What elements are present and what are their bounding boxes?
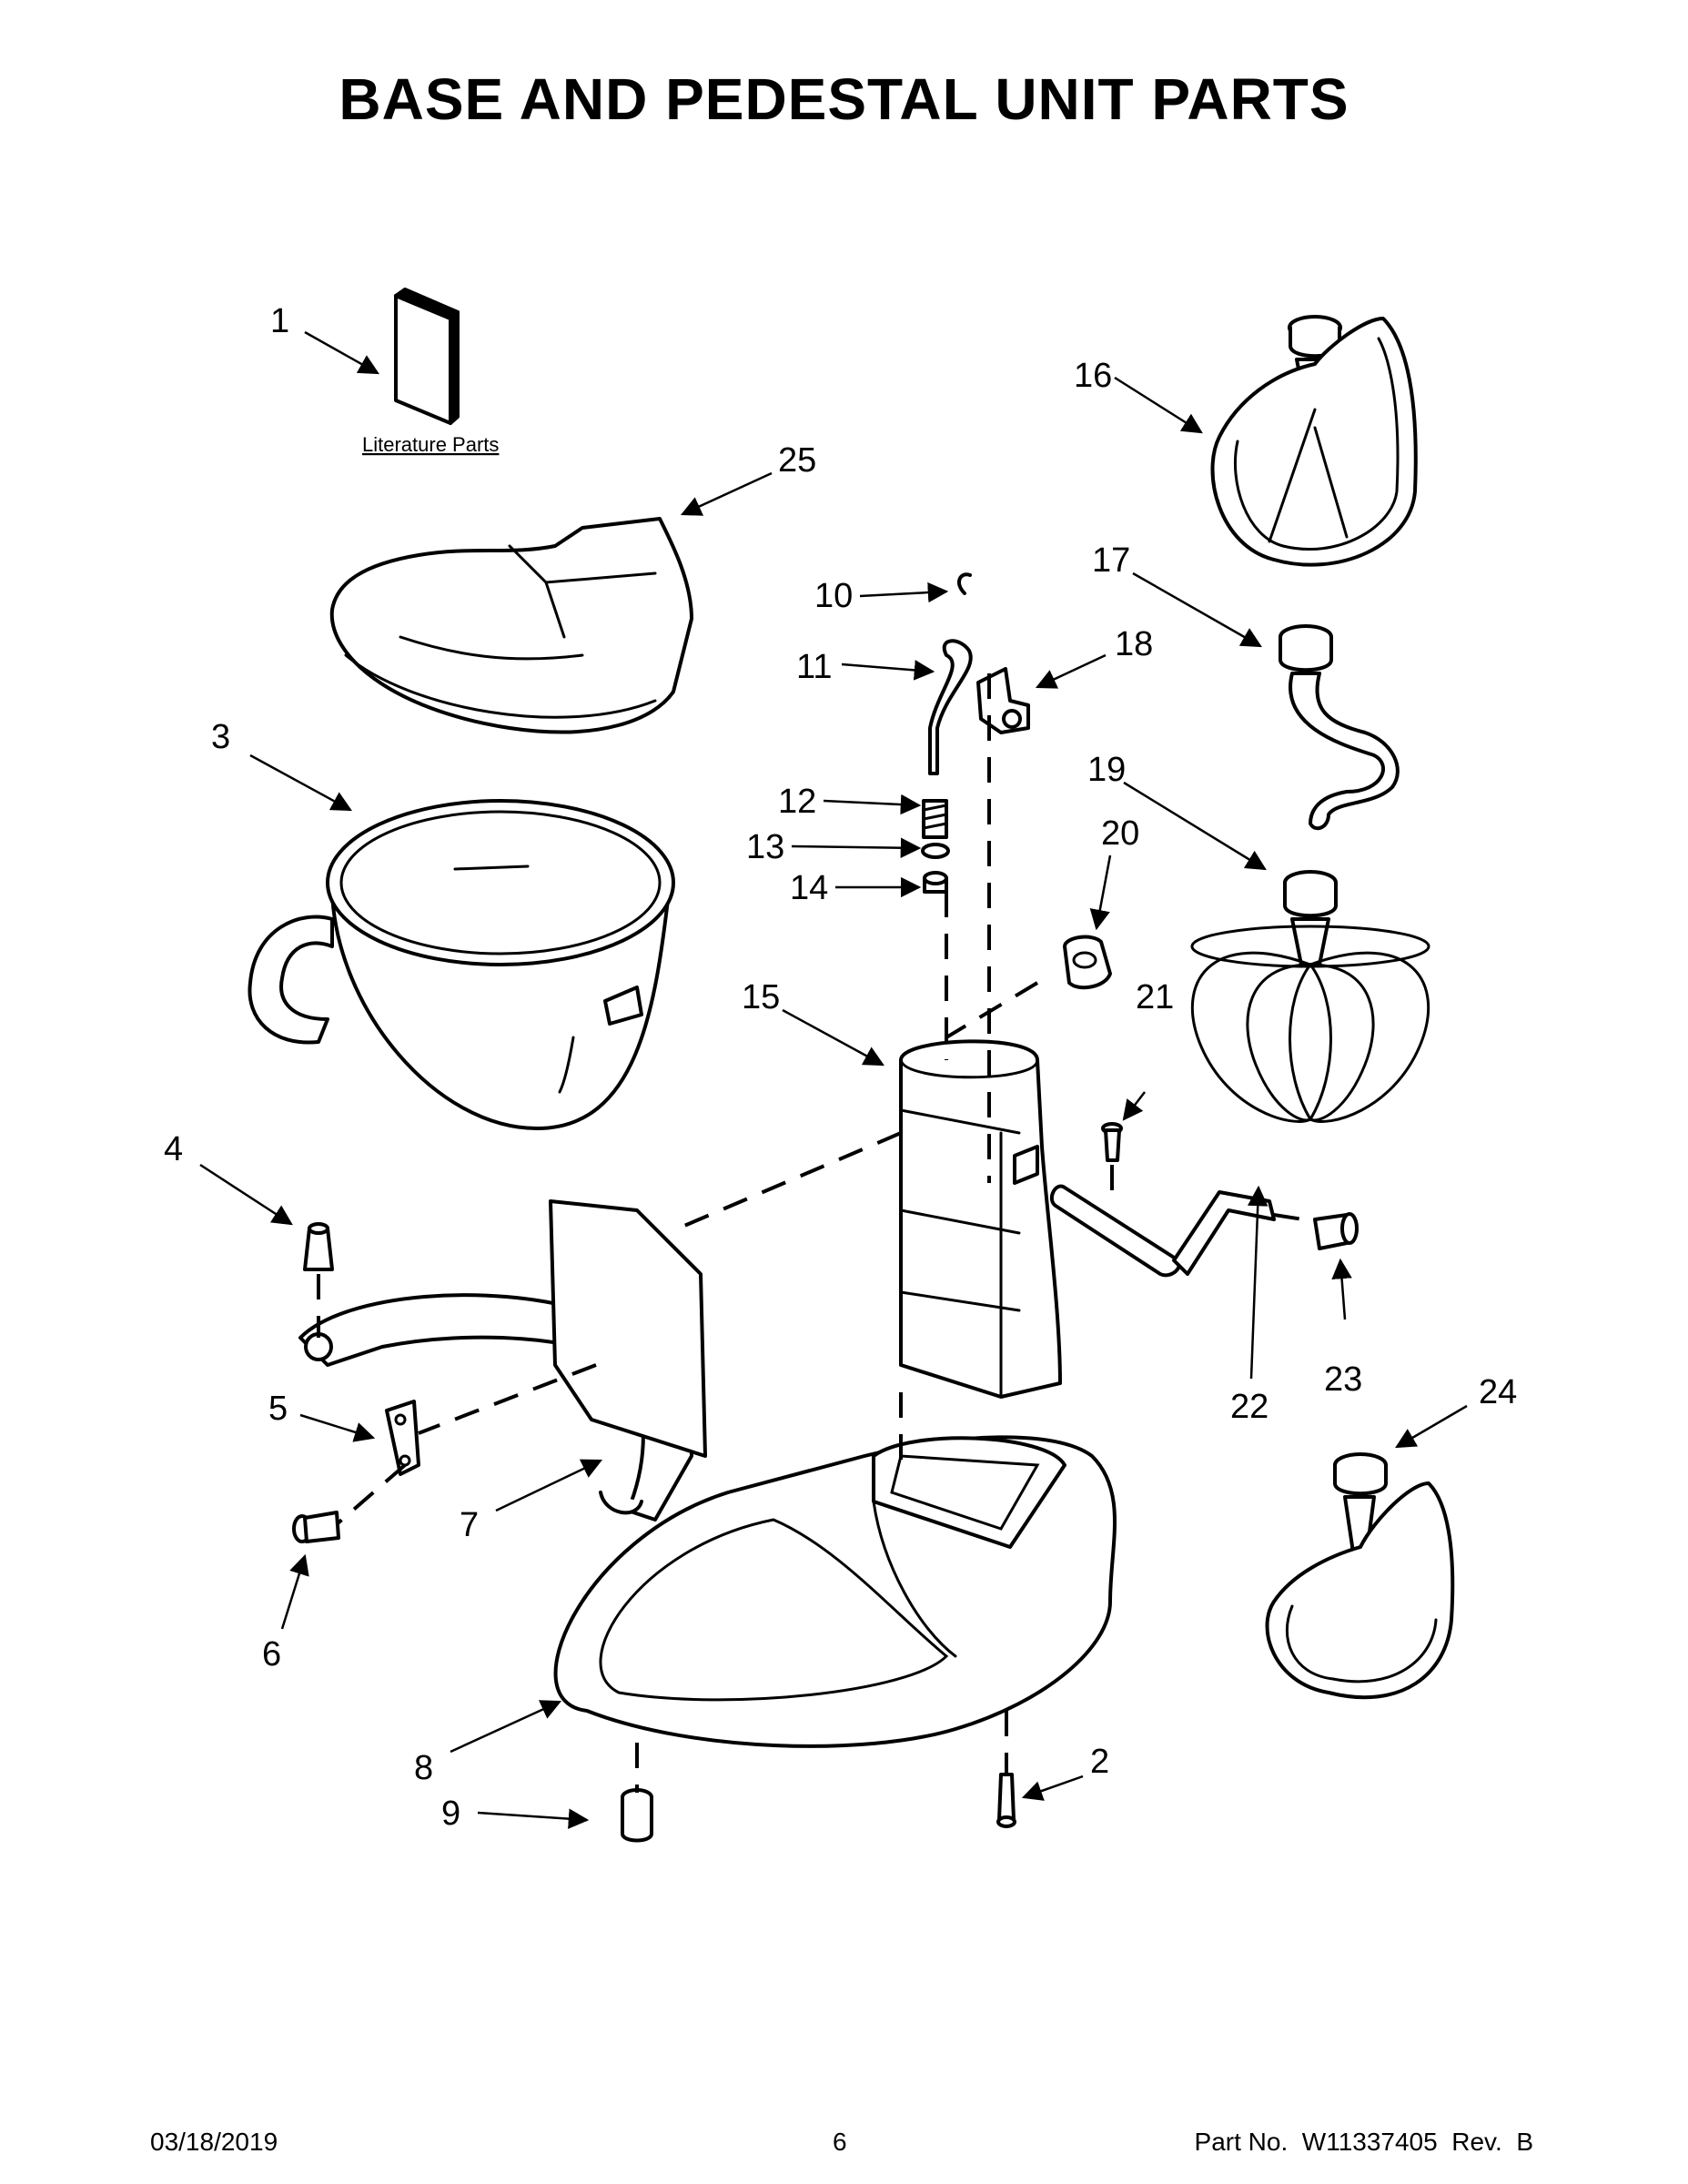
callout-2: 2 (1090, 1743, 1109, 1781)
base-screw (996, 1773, 1016, 1828)
callout-13: 13 (746, 828, 784, 866)
callout-17: 17 (1092, 541, 1130, 580)
page-title: BASE AND PEDESTAL UNIT PARTS (339, 66, 1349, 132)
callout-7: 7 (460, 1506, 479, 1544)
callout-25: 25 (778, 441, 816, 480)
hinge-latch (976, 667, 1030, 734)
callout-9: 9 (441, 1795, 460, 1833)
callout-15: 15 (742, 978, 780, 1016)
callout-22: 22 (1230, 1388, 1269, 1426)
callout-12: 12 (778, 783, 816, 821)
flat-beater (1210, 315, 1418, 567)
callout-20: 20 (1101, 814, 1139, 853)
plate-bracket (385, 1400, 420, 1476)
mixer-base (553, 1435, 1117, 1748)
literature-parts-label: Literature Parts (362, 433, 499, 456)
mixing-bowl (248, 799, 675, 1130)
footer-page-number: 6 (833, 2128, 847, 2156)
pouring-shield (329, 517, 693, 734)
callout-1: 1 (270, 302, 289, 340)
callout-18: 18 (1115, 625, 1153, 663)
base-foot (621, 1788, 653, 1843)
callout-6: 6 (262, 1635, 281, 1673)
callout-19: 19 (1087, 751, 1126, 789)
callout-4: 4 (164, 1130, 183, 1168)
pedestal-screw (1101, 1122, 1123, 1162)
callout-3: 3 (211, 718, 230, 756)
callout-21: 21 (1136, 978, 1174, 1016)
hinge-rod (1049, 1184, 1276, 1278)
bracket-screw (292, 1511, 340, 1543)
callout-5: 5 (268, 1390, 288, 1428)
assembly-lines (317, 673, 1316, 1793)
wire-whip (1190, 870, 1430, 1123)
height-adjust-cam (1063, 935, 1112, 990)
callout-leaders (199, 330, 1468, 1829)
callout-numbers: 1 2 3 4 5 6 7 8 9 10 11 12 13 14 15 16 1… (164, 302, 1517, 1833)
dough-hook (1279, 624, 1400, 831)
callout-10: 10 (814, 577, 853, 615)
footer-date: 03/18/2019 (150, 2128, 278, 2156)
literature-booklet (394, 288, 460, 425)
footer-part-number: Part No. W11337405 Rev. B (1194, 2128, 1533, 2156)
callout-8: 8 (414, 1749, 433, 1787)
callout-14: 14 (790, 869, 828, 907)
bowl-locating-pin (303, 1222, 334, 1271)
callout-16: 16 (1074, 357, 1112, 395)
flex-edge-beater (1265, 1452, 1455, 1700)
bowl-clamping-plate (298, 1199, 707, 1522)
pedestal-column (899, 1039, 1062, 1399)
callout-11: 11 (796, 648, 832, 686)
callout-23: 23 (1324, 1360, 1362, 1399)
callout-24: 24 (1479, 1373, 1517, 1411)
hook-pin-assembly (921, 572, 973, 894)
rod-cap (1313, 1212, 1359, 1250)
